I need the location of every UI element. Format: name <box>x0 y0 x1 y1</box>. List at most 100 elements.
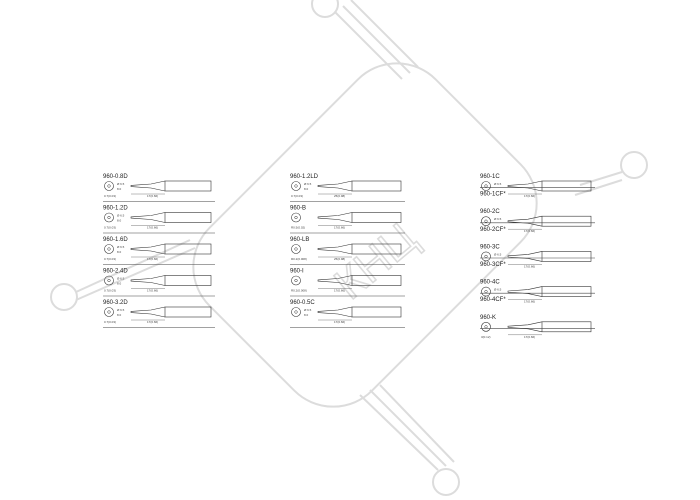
tip-taper <box>317 180 353 192</box>
tip-length: 17(0.66) <box>147 320 158 324</box>
tip-body <box>164 275 212 286</box>
tip-diameter: Ø 6.5 <box>494 217 502 221</box>
tip-name: 960-1C <box>480 174 500 180</box>
tip-name: 960-1.6D <box>103 237 128 243</box>
tip-point-size: 3(0.12) <box>481 335 491 339</box>
tip-length: 17(0.66) <box>147 194 158 198</box>
tip-taper <box>507 215 543 227</box>
tip-length: 17(0.66) <box>524 300 535 304</box>
tip-row: 960-2C 17(0.66) Ø 6.5 <box>480 209 595 233</box>
tip-front-view <box>291 307 301 317</box>
tip-point-size: R0.5(0.02) <box>291 226 305 230</box>
tip-taper <box>130 243 166 255</box>
tip-body <box>164 306 212 318</box>
tip-row: 960-K17(0.66)3(0.12) <box>480 315 595 339</box>
tip-name: 960-LB <box>290 237 309 243</box>
tip-point-size: R0.2(0.008) <box>291 289 307 293</box>
tip-length: 17(0.66) <box>524 335 535 339</box>
tip-point-size: 0.7(0.03) <box>104 320 116 324</box>
tip-point-size: 0.7(0.03) <box>104 226 116 230</box>
tip-name: 960-3C <box>480 244 500 250</box>
watermark-ring-right <box>620 151 648 179</box>
tip-length: 17(0.66) <box>147 289 158 293</box>
tip-length: 17(0.66) <box>334 226 345 230</box>
tip-front-view <box>104 181 114 191</box>
tip-taper <box>317 275 353 286</box>
tip-name: 960-2CF* <box>480 227 506 233</box>
tip-name: 960-2C <box>480 209 500 215</box>
tip-name: 960-3CF* <box>480 262 506 268</box>
tip-name: 960-0.8D <box>103 174 128 180</box>
tip-length: 25(0.98) <box>334 194 345 198</box>
tip-taper <box>507 321 543 333</box>
tip-diameter: Ø 6.5 <box>304 308 312 312</box>
tip-body <box>351 275 402 286</box>
tip-taper <box>317 306 353 318</box>
tip-taper <box>317 243 353 255</box>
tip-body <box>541 180 592 192</box>
tip-taper <box>130 212 166 223</box>
tip-width: 8.0 <box>117 313 122 317</box>
tip-body <box>541 321 592 333</box>
tip-diameter: Ø 6.5 <box>117 308 125 312</box>
tip-front-view <box>481 181 491 191</box>
tip-width: 8.0 <box>117 219 122 223</box>
tip-body <box>541 215 592 227</box>
tip-front-view <box>291 212 301 223</box>
tip-name: 960-4CF* <box>480 297 506 303</box>
tip-width: 8.0 <box>117 250 122 254</box>
tip-taper <box>317 212 353 223</box>
tip-width: 8.0 <box>304 313 309 317</box>
tip-taper <box>130 275 166 286</box>
tip-diameter: Ø 6.5 <box>117 182 125 186</box>
tip-diameter: Ø 6.5 <box>494 288 502 292</box>
tip-row: 960-2CF* <box>480 227 506 233</box>
tip-front-view <box>481 251 491 262</box>
tip-row: 960-B 17(0.66) R0.5(0.02) <box>290 206 405 234</box>
tip-body <box>164 243 212 255</box>
tip-row: 960-1.2LD 25(0.98) 0.7(0.03) Ø 6.58.0 <box>290 174 405 202</box>
tip-front-view <box>104 275 114 286</box>
watermark-ring-top <box>311 0 339 18</box>
tip-name: 960-1CF* <box>480 192 506 198</box>
tip-front-view <box>104 244 114 254</box>
tip-name: 960-0.5C <box>290 300 315 306</box>
tip-length: 17(0.66) <box>147 257 158 261</box>
tip-taper <box>130 180 166 192</box>
tip-taper <box>507 251 543 262</box>
tip-point-size: 0.7(0.03) <box>291 194 303 198</box>
tip-body <box>164 212 212 223</box>
tip-front-view <box>104 212 114 223</box>
tip-name: 960-B <box>290 206 306 212</box>
tip-front-view <box>291 244 301 254</box>
tip-name: 960-2.4D <box>103 269 128 275</box>
tip-body <box>541 286 592 297</box>
tip-point-size: 0.7(0.03) <box>104 289 116 293</box>
tip-length: 17(0.66) <box>524 229 535 233</box>
tip-length: 17(0.66) <box>524 194 535 198</box>
tip-diameter: Ø 6.5 <box>304 182 312 186</box>
tip-taper <box>507 180 543 192</box>
tip-width: 8.0 <box>304 187 309 191</box>
tip-diameter: Ø 6.5 <box>494 252 502 256</box>
tip-length: 25(0.98) <box>334 257 345 261</box>
tip-diameter: Ø 6.5 <box>117 214 125 218</box>
tip-length: 17(0.66) <box>334 289 345 293</box>
tip-row: 960-I 17(0.66) R0.2(0.008) <box>290 269 405 297</box>
tip-name: 960-1.2LD <box>290 174 319 180</box>
tip-point-size: 0.7(0.03) <box>104 194 116 198</box>
tip-name: 960-I <box>290 269 304 275</box>
watermark-ring-bottom <box>432 468 460 496</box>
